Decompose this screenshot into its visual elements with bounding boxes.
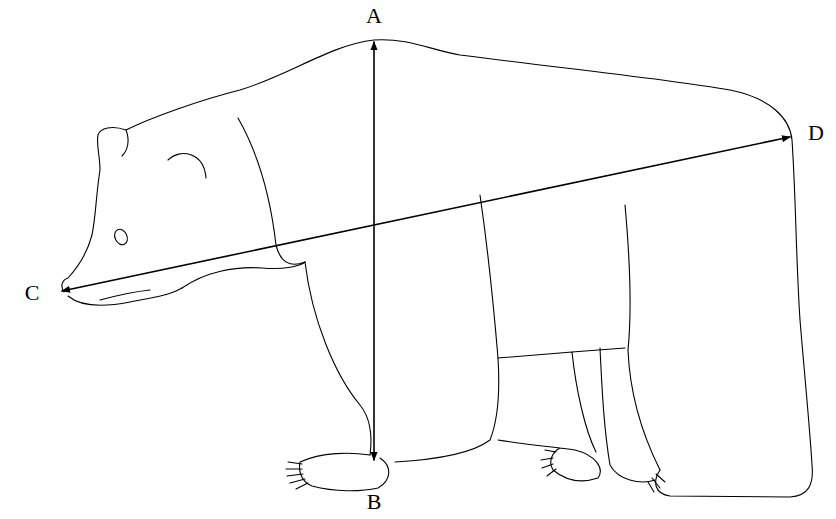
bear-belly: [572, 348, 625, 352]
bear-claws: [541, 450, 556, 476]
bear-ear: [122, 130, 128, 156]
bear-front-paw: [300, 453, 389, 491]
bear-claws: [648, 474, 665, 492]
bear-claws: [286, 462, 308, 489]
bear-eye: [112, 227, 130, 247]
point-label: D: [808, 122, 824, 144]
point-label: A: [366, 5, 382, 27]
point-label: B: [367, 491, 382, 513]
bear-front-leg-rear: [395, 195, 499, 462]
bear-far-hind-leg: [600, 348, 655, 482]
height-arrow: [373, 42, 375, 460]
bear-chin: [182, 262, 305, 288]
bear-hind-leg: [625, 205, 660, 470]
bear-far-front-leg: [498, 352, 596, 452]
bear-ear-inner: [168, 154, 206, 178]
bear-jaw: [68, 288, 182, 305]
bear-outline: [62, 40, 812, 497]
bear-front-leg: [305, 262, 371, 455]
bear-far-front-paw: [498, 440, 600, 481]
point-label: C: [25, 282, 40, 304]
length-arrow: [62, 137, 790, 291]
bear-mouth: [100, 290, 150, 300]
